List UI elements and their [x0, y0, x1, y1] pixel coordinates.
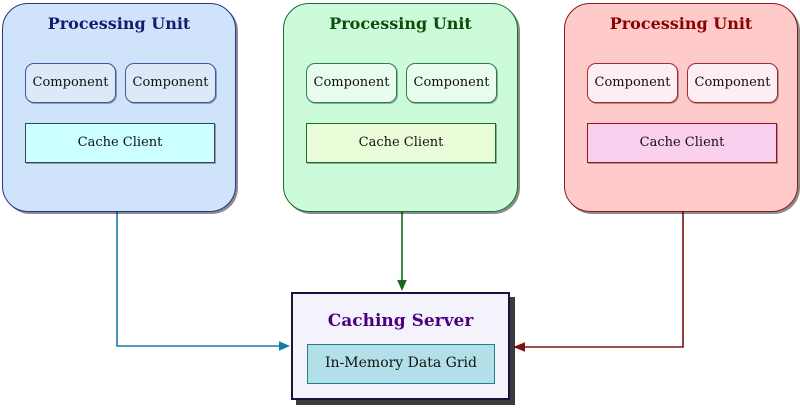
component-box: Component	[406, 63, 497, 103]
component-box: Component	[125, 63, 216, 103]
component-box: Component	[306, 63, 397, 103]
processing-unit-title: Processing Unit	[329, 14, 472, 33]
component-box: Component	[25, 63, 116, 103]
arrow-blue-unit-to-server	[116, 212, 290, 351]
processing-unit-title: Processing Unit	[47, 14, 191, 33]
arrow-red-unit-to-server	[513, 212, 684, 352]
cache-client-box: Cache Client	[587, 123, 777, 163]
component-box: Component	[687, 63, 778, 103]
processing-unit-blue: Processing Unit Component Component Cach…	[2, 3, 236, 212]
processing-unit-green: Processing Unit Component Component Cach…	[283, 3, 518, 212]
arrow-green-unit-to-server	[397, 212, 407, 291]
cache-client-box: Cache Client	[306, 123, 496, 163]
caching-server-title: Caching Server	[327, 311, 474, 331]
component-box: Component	[587, 63, 678, 103]
caching-server-box: Caching Server In-Memory Data Grid	[291, 292, 510, 400]
in-memory-data-grid-box: In-Memory Data Grid	[307, 344, 495, 384]
processing-unit-red: Processing Unit Component Component Cach…	[564, 3, 798, 212]
cache-client-box: Cache Client	[25, 123, 215, 163]
processing-unit-title: Processing Unit	[609, 14, 753, 33]
